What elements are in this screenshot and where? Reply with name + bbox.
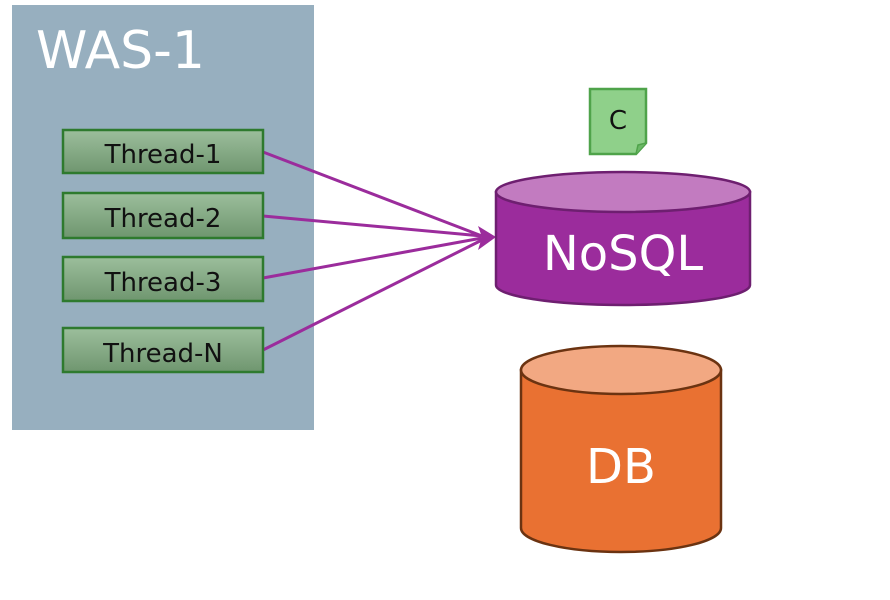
db-cylinder: DB	[519, 344, 723, 554]
db-label: DB	[586, 439, 656, 495]
was-title: WAS-1	[36, 21, 205, 81]
nosql-label: NoSQL	[543, 226, 704, 282]
connection-thread-2	[262, 214, 483, 238]
thread-connections	[262, 150, 483, 352]
thread-label: Thread-1	[104, 140, 222, 170]
thread-box: Thread-1	[61, 128, 265, 175]
thread-label: Thread-2	[104, 204, 222, 234]
connection-thread-3	[262, 236, 483, 280]
thread-box: Thread-2	[61, 191, 265, 240]
thread-label: Thread-3	[104, 268, 222, 298]
document-label: C	[609, 106, 627, 136]
connection-thread-1	[262, 150, 483, 238]
thread-box: Thread-N	[61, 326, 265, 374]
thread-list: Thread-1 Thread-2 Thread-3 Thread-N	[61, 128, 265, 374]
nosql-cylinder: NoSQL	[494, 170, 752, 307]
arrow-head-icon	[478, 226, 496, 250]
thread-box: Thread-3	[61, 255, 265, 303]
document-icon: C	[588, 87, 648, 156]
thread-label: Thread-N	[102, 339, 223, 369]
connection-thread-n	[262, 238, 483, 352]
